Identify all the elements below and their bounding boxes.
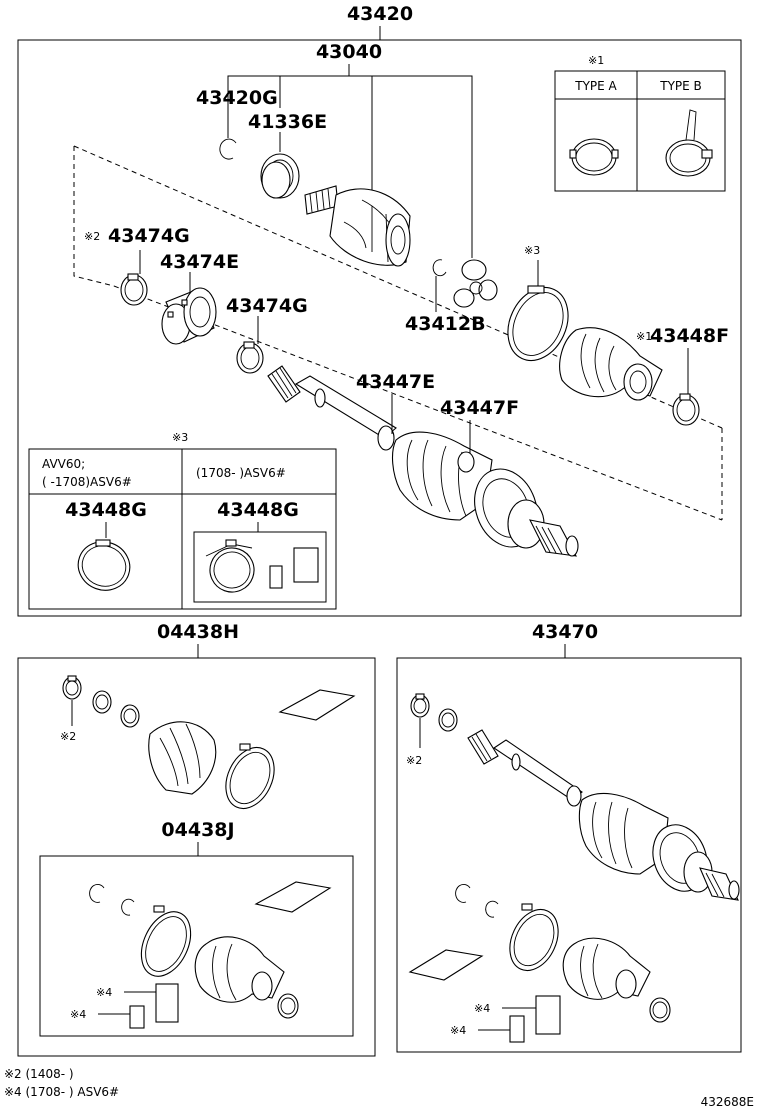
kit-04438H-boot (148, 721, 217, 795)
label-43040: 43040 (316, 41, 382, 63)
label-43474G-a: 43474G (108, 225, 190, 247)
boot-43448F (559, 327, 663, 401)
kit-43470-driveshaft (467, 729, 740, 901)
kit-04438J-snap-ring (89, 884, 105, 903)
kit-43448G-box (193, 531, 327, 603)
dashed-outline-left (73, 146, 115, 287)
kit-43470-marker: ※2 (406, 754, 422, 767)
label-43412B: 43412B (405, 313, 486, 335)
type-a-label: TYPE A (574, 79, 617, 93)
variant-right-line1: (1708- )ASV6# (196, 466, 286, 480)
seal-41336E (260, 153, 300, 199)
inboard-joint-housing (304, 185, 411, 267)
label-43448G-left: 43448G (65, 499, 147, 521)
dashed-outline-bottom (113, 285, 723, 521)
label-43420: 43420 (347, 3, 413, 25)
kit-04438H-grease (278, 689, 356, 721)
marker-1-types: ※1 (588, 54, 604, 67)
label-04438H: 04438H (157, 621, 239, 643)
kit-04438H-frame (17, 657, 376, 1057)
label-43448F: 43448F (650, 325, 729, 347)
label-04438J: 04438J (161, 819, 234, 841)
kit-04438J-label-b (129, 1005, 145, 1029)
label-43474G-b: 43474G (226, 295, 308, 317)
footnote-4: ※4 (1708- ) ASV6# (4, 1085, 119, 1099)
variant-left-line2: ( -1708)ASV6# (42, 475, 132, 489)
kit-04438J-clamp-large (140, 905, 192, 977)
kit-04438H-clamps (62, 675, 140, 728)
label-43420G: 43420G (196, 87, 278, 109)
kit-43470-marker-a: ※4 (474, 1002, 490, 1015)
main-assembly-frame (17, 39, 742, 617)
marker-2-main: ※2 (84, 230, 100, 243)
kit-43470-frame (396, 657, 742, 1053)
bearing-43474E (161, 287, 217, 345)
kit-04438J: 04438J ※4 ※4 (39, 819, 354, 1037)
kit-43470-snap-ring-small (485, 900, 499, 918)
marker-3-variant: ※3 (172, 431, 188, 444)
marker-3-main: ※3 (524, 244, 540, 257)
kit-04438J-label-a (155, 983, 179, 1023)
kit-43470-snap-ring (455, 884, 471, 903)
kit-43470-clamps (410, 693, 458, 732)
kit-04438J-marker-a: ※4 (96, 986, 112, 999)
footnote-2: ※2 (1408- ) (4, 1067, 74, 1081)
illustration-code: 432688E (701, 1095, 754, 1109)
type-a-clamp (569, 138, 619, 176)
variant-box: ※3 AVV60; ( -1708)ASV6# (1708- )ASV6# 43… (28, 431, 337, 610)
kit-04438J-boot (194, 936, 285, 1003)
snap-ring-small (432, 259, 447, 277)
clamp-43447F (457, 451, 475, 473)
clamp-types-box: ※1 TYPE A TYPE B (554, 54, 726, 192)
kit-43470: 43470 ※2 (396, 621, 742, 1053)
label-43448G-right: 43448G (217, 499, 299, 521)
kit-43470-label-a (535, 995, 561, 1035)
boot-clamp-43448G-right (205, 539, 319, 593)
kit-43470-clamp-small (649, 997, 671, 1023)
kit-04438J-snap-ring-small (121, 898, 135, 916)
type-b-label: TYPE B (659, 79, 702, 93)
kit-43470-clamp-large (509, 903, 559, 972)
kit-43470-boot (562, 937, 651, 1000)
driveshaft-main (267, 365, 579, 557)
kit-04438H-clamp-large (225, 743, 275, 810)
variant-left-line1: AVV60; (42, 457, 85, 471)
kit-04438J-frame (39, 855, 354, 1037)
boot-clamp-43448G-left (77, 539, 131, 591)
kit-04438J-grease (254, 881, 332, 913)
clamp-43448F (672, 393, 700, 426)
clamp-types-frame (554, 70, 726, 192)
label-43447F: 43447F (440, 397, 519, 419)
boot-clamp-large (507, 285, 569, 361)
kit-43470-label-b (509, 1015, 525, 1043)
tripod-43412B (453, 259, 498, 308)
kit-04438J-clamp-small (277, 993, 299, 1019)
label-41336E: 41336E (248, 111, 327, 133)
kit-04438H-marker: ※2 (60, 730, 76, 743)
clamp-43474G-a (120, 273, 148, 306)
marker-1-main: ※1 (636, 330, 652, 343)
kit-43470-marker-b: ※4 (450, 1024, 466, 1037)
main-assembly-group: 43420 43040 43420G 41336E (17, 3, 742, 617)
label-43474E: 43474E (160, 251, 239, 273)
kit-04438H: 04438H ※2 (17, 621, 376, 1057)
kit-43470-grease (408, 949, 484, 981)
snap-ring-43420G (219, 138, 237, 160)
type-b-clamp (665, 109, 713, 177)
label-43470: 43470 (532, 621, 598, 643)
label-43447E: 43447E (356, 371, 435, 393)
clamp-43474G-b (236, 341, 264, 374)
kit-04438J-marker-b: ※4 (70, 1008, 86, 1021)
leader-43040-bracket (227, 75, 473, 258)
